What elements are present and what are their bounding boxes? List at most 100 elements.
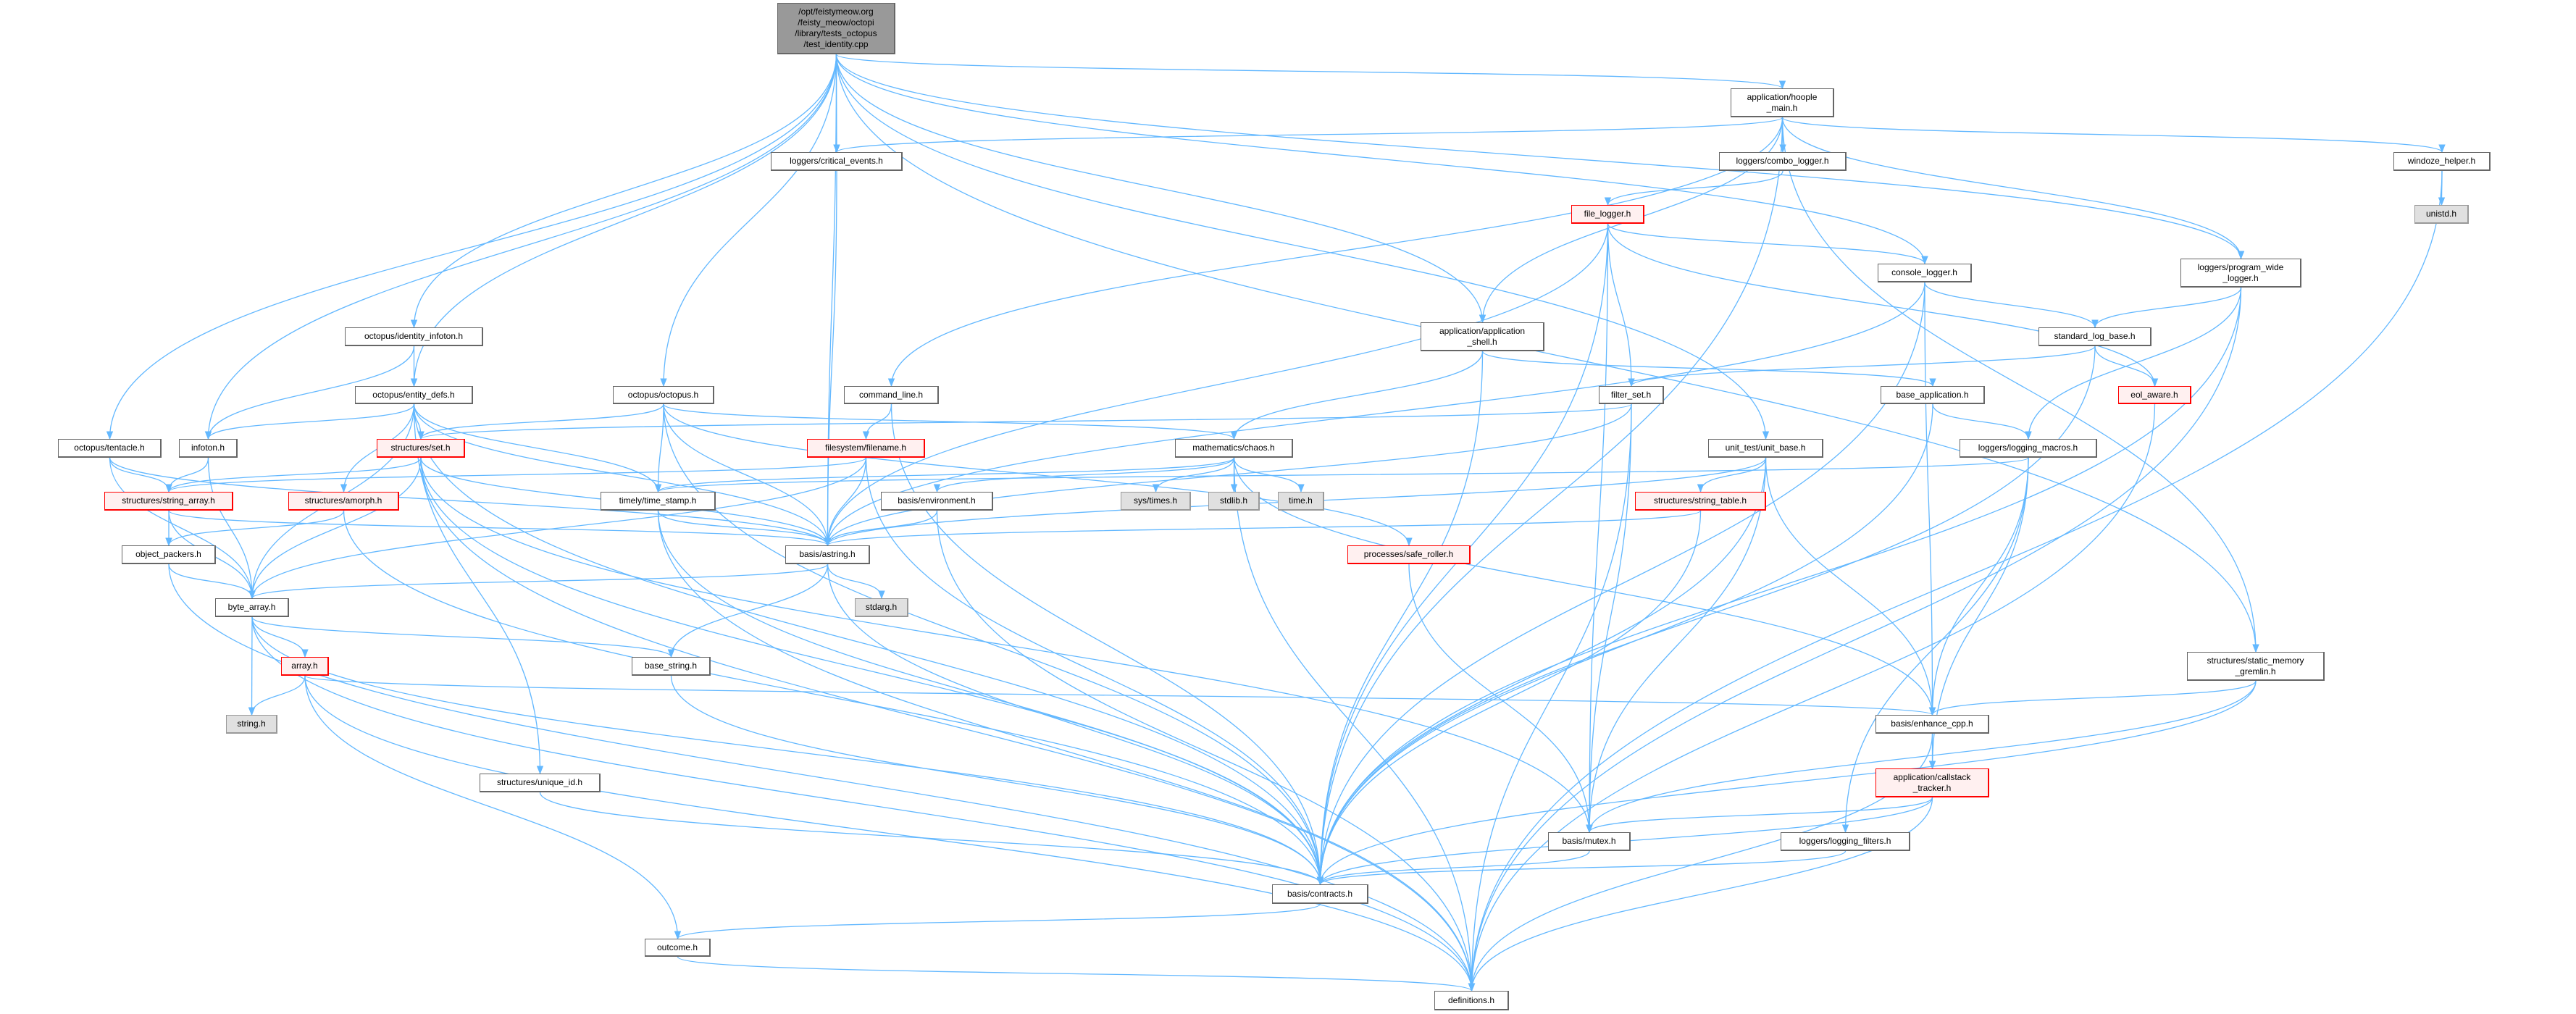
edge-outcome-to-definitions <box>677 956 1475 992</box>
edge-set-to-byte_array <box>248 457 422 600</box>
node-contracts[interactable]: basis/contracts.h <box>1272 884 1368 904</box>
edge-time_stamp-to-astring <box>657 510 832 547</box>
node-definitions[interactable]: definitions.h <box>1434 991 1509 1010</box>
node-file-logger[interactable]: file_logger.h <box>1571 205 1644 224</box>
node-console-logger[interactable]: console_logger.h <box>1878 264 1972 282</box>
node-stdarg[interactable]: stdarg.h <box>855 598 908 617</box>
node-infoton[interactable]: infoton.h <box>179 439 238 458</box>
edge-logging_macros-to-enhance_cpp <box>1928 457 2029 716</box>
edge-object_packers-to-definitions <box>168 563 1476 992</box>
edge-root-to-program_wide_logger <box>835 54 2245 260</box>
edge-unit_base-to-contracts <box>1316 457 1767 886</box>
edge-static_memory_gremlin-to-contracts <box>1316 680 2257 886</box>
node-windoze-helper[interactable]: windoze_helper.h <box>2393 152 2491 171</box>
node-byte-array[interactable]: byte_array.h <box>215 598 289 617</box>
edge-byte_array-to-string_h <box>248 616 256 716</box>
edge-enhance_cpp-to-definitions <box>1468 733 1933 992</box>
node-safe-roller[interactable]: processes/safe_roller.h <box>1347 545 1471 564</box>
node-base-application[interactable]: base_application.h <box>1881 386 1985 404</box>
node-outcome[interactable]: outcome.h <box>645 939 711 957</box>
edge-string_table-to-contracts <box>1316 510 1702 886</box>
edge-logging_filters-to-contracts <box>1317 850 1847 886</box>
edge-console_logger-to-enhance_cpp <box>1924 282 1936 716</box>
edge-root-to-console_logger <box>835 54 1928 265</box>
edge-tentacle-to-string_array <box>109 457 172 493</box>
edge-byte_array-to-definitions <box>251 616 1476 992</box>
node-stdlib[interactable]: stdlib.h <box>1208 492 1260 511</box>
edge-byte_array-to-base_string <box>251 616 674 658</box>
node-filename[interactable]: filesystem/filename.h <box>807 439 925 458</box>
edge-chaos-to-sys_times <box>1152 457 1235 493</box>
node-astring[interactable]: basis/astring.h <box>785 545 870 564</box>
edge-set-to-definitions <box>420 457 1476 992</box>
edge-hoople_main-to-critical_events <box>833 117 1783 154</box>
edge-root-to-infoton <box>204 54 837 440</box>
node-chaos[interactable]: mathematics/chaos.h <box>1175 439 1293 458</box>
node-time[interactable]: time.h <box>1278 492 1324 511</box>
node-program-wide-logger[interactable]: loggers/program_wide _logger.h <box>2180 259 2301 288</box>
node-unit-base[interactable]: unit_test/unit_base.h <box>1708 439 1823 458</box>
node-hoople-main[interactable]: application/hoople _main.h <box>1731 88 1834 117</box>
node-callstack-tracker[interactable]: application/callstack _tracker.h <box>1875 768 1989 797</box>
node-standard-log-base[interactable]: standard_log_base.h <box>2038 327 2151 346</box>
node-set[interactable]: structures/set.h <box>377 439 465 458</box>
node-amorph[interactable]: structures/amorph.h <box>288 492 399 511</box>
node-critical-events[interactable]: loggers/critical_events.h <box>771 152 903 171</box>
node-root[interactable]: /opt/feistymeow.org /feisty_meow/octopi … <box>777 3 895 54</box>
edge-program_wide_logger-to-definitions <box>1468 287 2242 992</box>
edge-program_wide_logger-to-standard_log_base <box>2091 287 2242 329</box>
node-array[interactable]: array.h <box>281 657 329 676</box>
edge-time_stamp-to-contracts <box>657 510 1324 886</box>
node-mutex[interactable]: basis/mutex.h <box>1548 832 1631 851</box>
edge-set-to-contracts <box>420 457 1324 886</box>
edge-unit_base-to-enhance_cpp <box>1765 457 1936 716</box>
edge-unit_base-to-string_table <box>1697 457 1767 493</box>
edge-file_logger-to-mutex <box>1586 223 1609 834</box>
edge-unique_id-to-contracts <box>539 792 1324 886</box>
edge-string_array-to-astring <box>168 510 831 547</box>
node-unistd[interactable]: unistd.h <box>2414 205 2469 224</box>
node-time-stamp[interactable]: timely/time_stamp.h <box>601 492 716 511</box>
edge-file_logger-to-console_logger <box>1607 223 1928 265</box>
edge-logging_macros-to-callstack_tracker <box>1928 457 2029 770</box>
node-logging-macros[interactable]: loggers/logging_macros.h <box>1960 439 2097 458</box>
node-sys-times[interactable]: sys/times.h <box>1121 492 1191 511</box>
edge-chaos-to-time_stamp <box>655 457 1235 493</box>
edge-astring-to-stdarg <box>827 563 885 600</box>
node-object-packers[interactable]: object_packers.h <box>122 545 216 564</box>
node-logging-filters[interactable]: loggers/logging_filters.h <box>1781 832 1910 851</box>
node-eol-aware[interactable]: eol_aware.h <box>2118 386 2191 404</box>
edge-logging_macros-to-time_stamp <box>655 457 2029 493</box>
node-string-table[interactable]: structures/string_table.h <box>1635 492 1766 511</box>
edge-tentacle-to-astring <box>109 457 832 547</box>
node-enhance-cpp[interactable]: basis/enhance_cpp.h <box>1875 715 1989 734</box>
edge-amorph-to-contracts <box>343 510 1324 886</box>
node-application-shell[interactable]: application/application _shell.h <box>1421 322 1544 351</box>
edge-set-to-string_array <box>165 457 422 493</box>
edge-environment-to-definitions <box>936 510 1476 992</box>
edge-astring-to-base_string <box>667 563 829 658</box>
node-static-memory-gremlin[interactable]: structures/static_memory _gremlin.h <box>2187 652 2325 681</box>
node-identity-infoton[interactable]: octopus/identity_infoton.h <box>345 327 483 346</box>
node-string-array[interactable]: structures/string_array.h <box>104 492 233 511</box>
edge-file_logger-to-astring <box>824 223 1609 547</box>
edge-object_packers-to-byte_array <box>168 563 256 600</box>
node-environment[interactable]: basis/environment.h <box>881 492 993 511</box>
edge-octopus-to-safe_roller <box>663 403 1413 547</box>
node-combo-logger[interactable]: loggers/combo_logger.h <box>1719 152 1847 171</box>
node-string-h[interactable]: string.h <box>226 715 277 734</box>
edge-file_logger-to-filter_set <box>1607 223 1635 387</box>
node-base-string[interactable]: base_string.h <box>632 657 711 676</box>
node-command-line[interactable]: command_line.h <box>844 386 939 404</box>
node-entity-defs[interactable]: octopus/entity_defs.h <box>355 386 473 404</box>
edge-octopus-to-set <box>417 403 664 440</box>
node-tentacle[interactable]: octopus/tentacle.h <box>58 439 162 458</box>
edge-static_memory_gremlin-to-mutex <box>1586 680 2257 834</box>
edge-set-to-mutex <box>420 457 1593 834</box>
edge-chaos-to-enhance_cpp <box>1233 457 1936 716</box>
node-filter-set[interactable]: filter_set.h <box>1599 386 1664 404</box>
node-octopus[interactable]: octopus/octopus.h <box>613 386 714 404</box>
edge-chaos-to-time <box>1233 457 1305 493</box>
node-unique-id[interactable]: structures/unique_id.h <box>480 774 601 792</box>
